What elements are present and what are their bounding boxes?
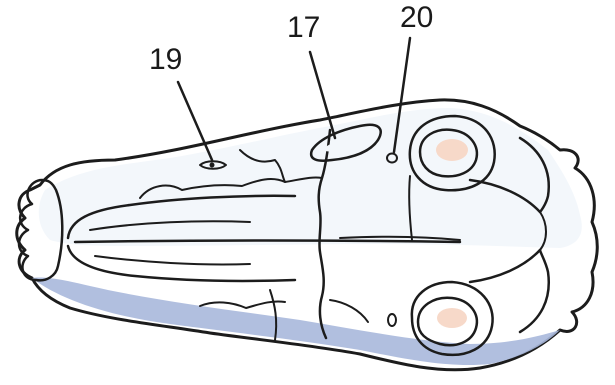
nasal-foramen-pit: [210, 163, 215, 168]
lower-pit: [388, 314, 396, 326]
nasal-inner-groove-lower: [95, 256, 250, 265]
lacrimal-suture: [330, 300, 368, 322]
callout-label-19: 19: [149, 43, 182, 76]
callout-label-20: 20: [400, 1, 433, 34]
skull-lower-shadow: [32, 277, 560, 365]
callout-label-17: 17: [287, 11, 320, 44]
lower-orbit-highlight: [437, 308, 467, 328]
lower-supraorbital-ridge: [470, 250, 540, 282]
upper-orbit-highlight: [436, 139, 468, 161]
maxilla-suture-lower: [200, 301, 285, 308]
leader-line-17: [310, 52, 335, 138]
